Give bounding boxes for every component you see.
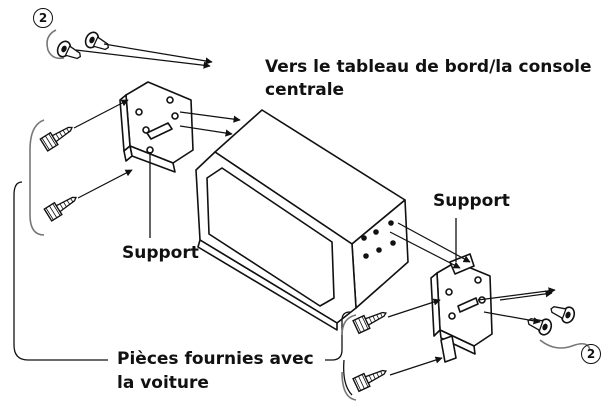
- right-bracket-icon: [430, 253, 493, 363]
- parts-label-line2: la voiture: [117, 373, 209, 393]
- destination-label-line2: centrale: [265, 80, 345, 100]
- parts-label-line1: Pièces fournies avec: [117, 349, 314, 369]
- callout-number-bottom: 2: [581, 344, 601, 364]
- support-label-left: Support: [122, 243, 199, 263]
- callout-number-top: 2: [33, 8, 53, 28]
- leader-lines: [13, 152, 457, 396]
- left-bracket-icon: [119, 81, 194, 173]
- destination-label-line1: Vers le tableau de bord/la console: [265, 57, 592, 77]
- arrow-icon: [73, 43, 556, 376]
- head-unit-icon: [195, 109, 409, 331]
- support-label-right: Support: [433, 191, 510, 211]
